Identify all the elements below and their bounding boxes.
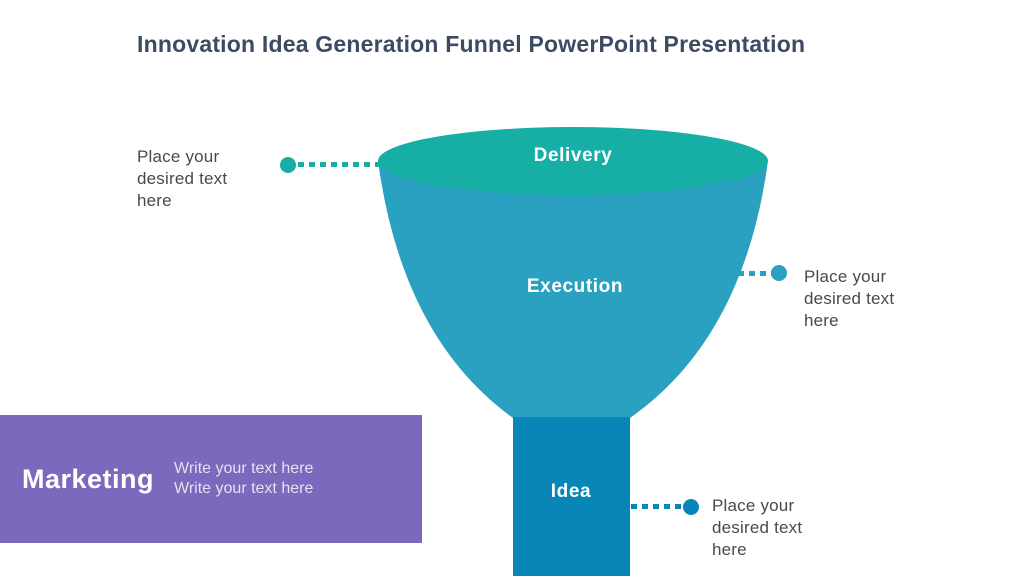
funnel-neck-shape <box>513 417 630 576</box>
connector-dashes-delivery <box>298 162 382 167</box>
callout-line: Place your <box>137 147 220 166</box>
connector-dot-idea <box>683 499 699 515</box>
funnel-bowl-shape <box>378 161 768 418</box>
stage-label-delivery: Delivery <box>533 145 613 166</box>
connector-dot-execution <box>771 265 787 281</box>
callout-line: here <box>712 540 747 559</box>
stage-label-idea: Idea <box>550 481 592 502</box>
callout-line: Place your <box>712 496 795 515</box>
connector-dot-delivery <box>280 157 296 173</box>
connector-dashes-execution <box>727 271 773 276</box>
marketing-line: Write your text here <box>174 460 314 477</box>
marketing-heading: Marketing <box>22 463 155 494</box>
callout-text-delivery: Place your desired text here <box>137 146 227 212</box>
callout-text-execution: Place your desired text here <box>804 266 894 332</box>
marketing-placeholder-text: Write your text here Write your text her… <box>174 459 313 499</box>
callout-line: desired text <box>137 169 228 188</box>
callout-text-idea: Place your desired text here <box>712 495 802 561</box>
marketing-line: Write your text here <box>174 480 314 497</box>
connector-dashes-idea <box>631 504 683 509</box>
callout-line: desired text <box>804 289 895 308</box>
callout-line: desired text <box>712 518 803 537</box>
marketing-banner: Marketing Write your text here Write you… <box>0 415 422 543</box>
funnel-rim-shape <box>378 127 768 195</box>
callout-line: Place your <box>804 267 887 286</box>
slide-title: Innovation Idea Generation Funnel PowerP… <box>137 31 806 57</box>
callout-line: here <box>804 311 839 330</box>
callout-line: here <box>137 191 172 210</box>
stage-label-execution: Execution <box>526 276 624 297</box>
